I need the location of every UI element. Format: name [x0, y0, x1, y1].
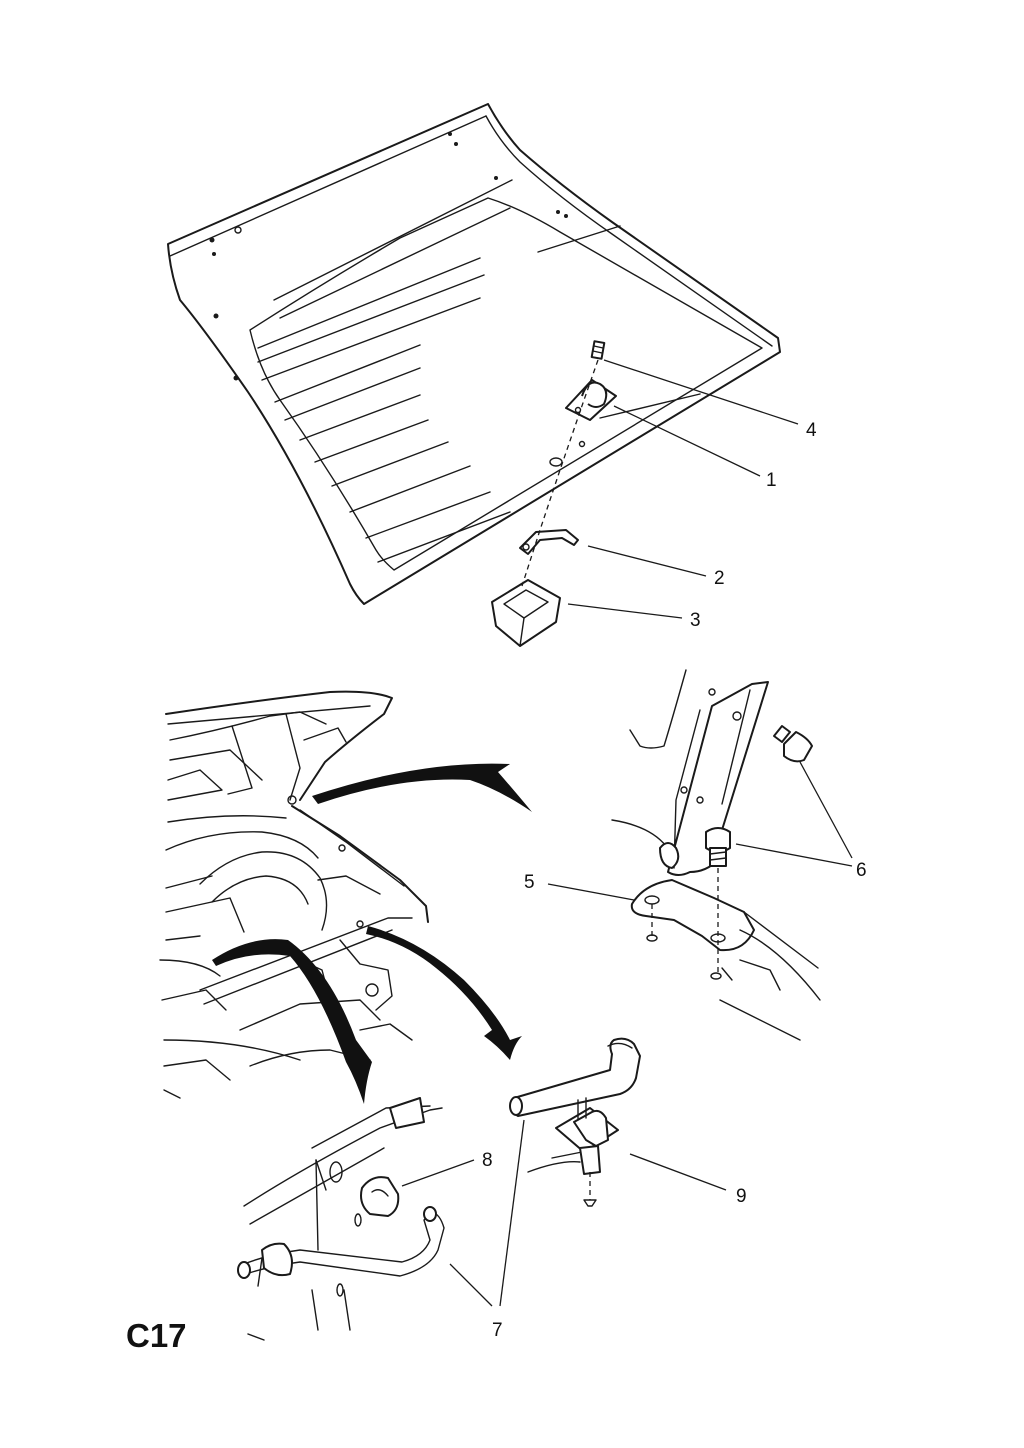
pointer-arrow-hinge: [312, 763, 532, 812]
pointer-arrow-stay-right: [366, 926, 522, 1060]
support-rod-detail: [237, 1097, 445, 1341]
part-3-buffer: [491, 579, 561, 647]
callout-3: 3: [690, 610, 701, 631]
part-6-bolt-upper: [773, 725, 813, 763]
rod-clip-detail: [509, 1037, 641, 1207]
callout-8: 8: [482, 1150, 493, 1171]
callout-7: 7: [492, 1320, 503, 1341]
callout-4: 4: [806, 420, 817, 441]
engine-bay-overview: [159, 690, 429, 1099]
part-6-bolt-lower: [705, 827, 731, 867]
callout-5: 5: [524, 872, 535, 893]
part-4-bolt: [590, 340, 606, 360]
part-2-bracket: [519, 529, 579, 555]
page-code: C17: [126, 1317, 187, 1354]
assembly-centerline-top: [521, 359, 599, 587]
callout-6: 6: [856, 860, 867, 881]
bonnet-panel: [167, 103, 781, 605]
part-1-striker: [565, 379, 617, 421]
leader-lines: [401, 359, 853, 1307]
pointer-arrow-stay-left: [212, 939, 372, 1104]
callout-9: 9: [736, 1186, 747, 1207]
callout-1: 1: [766, 470, 777, 491]
callout-2: 2: [714, 568, 725, 589]
hinge-detail: [611, 669, 821, 1041]
